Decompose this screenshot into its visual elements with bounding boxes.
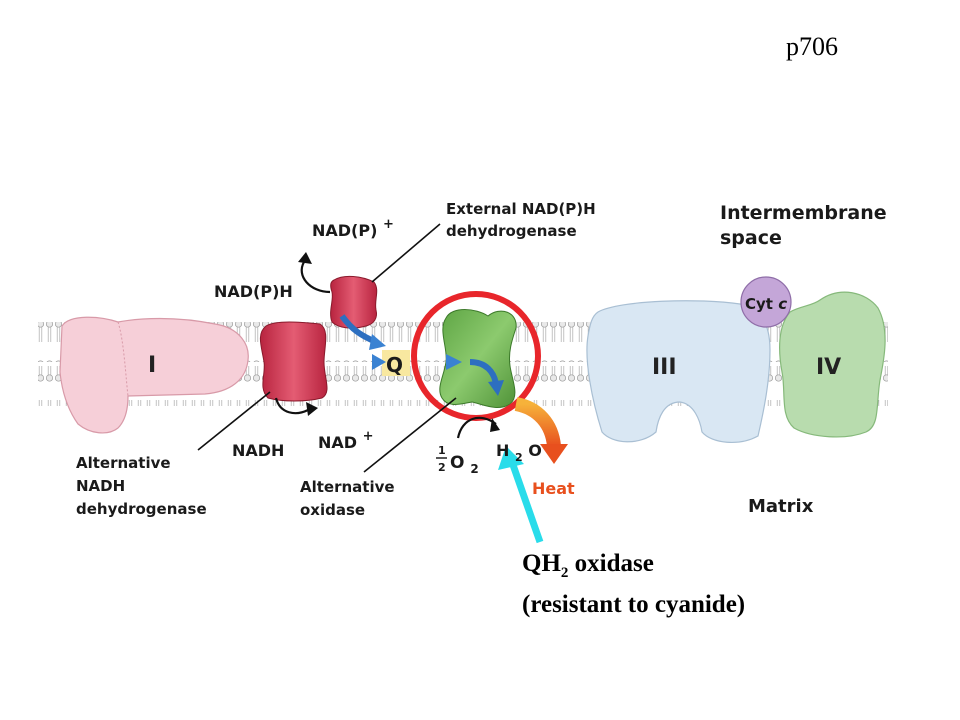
intermembrane-label-2: space [720,227,782,249]
alt-oxidase-label-1: Alternative [300,478,395,496]
electron-flow-arrows [286,314,504,396]
caption-qh: QH [522,550,561,577]
external-dh-label-1: External NAD(P)H [446,200,596,218]
leader-lines [197,223,457,473]
svg-text:NAD +: NAD + [318,429,374,452]
ubiquinone-q: Q [382,350,410,377]
heat-label: Heat [532,479,575,498]
half-denominator: 2 [438,461,446,474]
svg-text:H 2 O: H 2 O [496,441,542,465]
o2-label: O [450,453,464,473]
cyt-c-italic: c [778,295,787,313]
q-label: Q [386,353,403,377]
nadp-plus-sup: + [383,217,394,232]
nadp-plus-label: NAD(P) [312,221,377,240]
complex-iii-label: III [652,355,677,380]
half-numerator: 1 [438,444,446,457]
alt-nadh-label-2: NADH [76,477,125,495]
heat-arrow [514,397,568,464]
caption-line-1: QH2 oxidase [522,548,745,589]
cyt-label: Cyt [745,295,773,313]
complex-i: I [59,316,249,434]
alt-nadh-label-3: dehydrogenase [76,500,207,518]
caption-sub: 2 [560,565,569,581]
caption-line-2: (resistant to cyanide) [522,591,746,618]
intermembrane-label-1: Intermembrane [720,202,887,224]
alt-oxidase-label-2: oxidase [300,501,365,519]
nadh-label: NADH [232,441,284,460]
nad-plus-label: NAD [318,433,357,452]
cytochrome-c: Cyt c [740,276,792,328]
external-nadph-dehydrogenase [330,275,378,329]
h2o-h: H [496,441,509,460]
complex-iv: IV [779,291,886,438]
external-dh-label-2: dehydrogenase [446,222,577,240]
h2o-o: O [528,441,542,460]
matrix-label: Matrix [748,496,814,517]
caption: QH2 oxidase (resistant to cyanide) [522,548,745,621]
labels: Intermembrane space Matrix External NAD(… [76,200,887,519]
pointer-arrow [498,446,544,544]
caption-oxidase: oxidase [568,550,654,577]
o2-sub: 2 [470,462,478,476]
complex-iv-label: IV [816,355,841,380]
complex-iii: III [586,300,771,443]
nad-plus-sup: + [363,429,374,444]
reaction-arrows [274,252,500,439]
alt-nadh-label-1: Alternative [76,454,171,472]
complex-i-label: I [148,353,156,378]
svg-text:Cyt c: Cyt c [745,295,787,313]
svg-text:NAD(P) +: NAD(P) + [312,217,394,240]
svg-text:O 2: O 2 [450,453,479,476]
page-reference: p706 [786,32,838,61]
h2o-sub: 2 [515,451,523,464]
nadph-label: NAD(P)H [214,282,293,301]
